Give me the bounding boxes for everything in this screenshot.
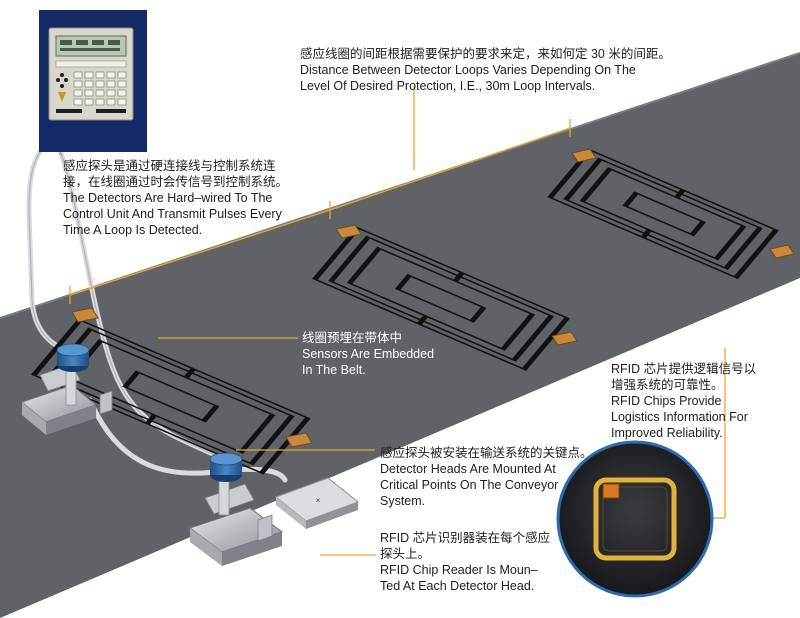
detector-heads-zh: 感应探头被安装在输送系统的关键点。 — [380, 446, 593, 460]
rfid-chip-icon — [556, 440, 714, 598]
detector-head-icon — [20, 343, 113, 435]
loop-spacing-en-2: Level Of Desired Protection, I.E., 30m L… — [300, 79, 596, 93]
annotation-rfid-chips: RFID 芯片提供逻辑信号以 增强系统的可靠性。 RFID Chips Prov… — [611, 361, 756, 441]
rfid-chips-zh-2: 增强系统的可靠性。 — [611, 378, 724, 392]
hard-wired-en-2: Control Unit And Transmit Pulses Every — [63, 207, 282, 221]
detector-heads-en-2: Critical Points On The Conveyor — [380, 478, 559, 492]
rfid-chips-en-2: Logistics Information For — [611, 410, 748, 424]
hard-wired-en-1: The Detectors Are Hard–wired To The — [63, 191, 273, 205]
chip-reader-zh-1: RFID 芯片识别器装在每个感应 — [380, 531, 551, 545]
sensors-embedded-en-1: Sensors Are Embedded — [302, 347, 435, 361]
sensor-loop — [312, 226, 571, 371]
sensor-loop — [547, 148, 779, 280]
sensors-embedded-en-2: In The Belt. — [302, 363, 366, 377]
detector-heads-en-3: System. — [380, 494, 426, 508]
rfid-chips-en-1: RFID Chips Provide — [611, 394, 722, 408]
conveyor-belt — [0, 53, 800, 618]
control-unit-icon — [39, 10, 147, 152]
annotation-loop-spacing: 感应线圈的间距根据需要保护的要求来定，来如何定 30 米的间距。 Distanc… — [300, 46, 671, 94]
svg-text:×: × — [316, 496, 321, 505]
annotation-chip-reader: RFID 芯片识别器装在每个感应 探头上。 RFID Chip Reader I… — [380, 530, 550, 594]
detector-heads-en-1: Detector Heads Are Mounted At — [380, 462, 556, 476]
annotation-hard-wired: 感应探头是通过硬连接线与控制系统连 接，在线圈通过时会传信号到控制系统。 The… — [63, 158, 288, 238]
chip-reader-en-1: RFID Chip Reader Is Moun– — [380, 563, 538, 577]
annotation-detector-heads: 感应探头被安装在输送系统的关键点。 Detector Heads Are Mou… — [380, 445, 593, 509]
hard-wired-zh-1: 感应探头是通过硬连接线与控制系统连 — [63, 159, 276, 173]
loop-spacing-en-1: Distance Between Detector Loops Varies D… — [300, 63, 636, 77]
detector-head-icon — [188, 452, 284, 566]
rfid-chips-zh-1: RFID 芯片提供逻辑信号以 — [611, 362, 757, 376]
chip-reader-zh-2: 探头上。 — [380, 547, 431, 561]
chip-reader-en-2: Ted At Each Detector Head. — [380, 579, 535, 593]
hard-wired-zh-2: 接，在线圈通过时会传信号到控制系统。 — [63, 175, 289, 189]
loop-connector-tags — [71, 148, 795, 448]
loop-spacing-zh: 感应线圈的间距根据需要保护的要求来定，来如何定 30 米的间距。 — [300, 47, 671, 61]
annotation-sensors-embedded: 线圈预埋在带体中 Sensors Are Embedded In The Bel… — [302, 330, 434, 378]
hard-wired-en-3: Time A Loop Is Detected. — [63, 223, 203, 237]
sensors-embedded-zh: 线圈预埋在带体中 — [302, 331, 403, 345]
rfid-chips-en-3: Improved Reliability. — [611, 426, 723, 440]
chip-reader-icon: × — [274, 477, 360, 529]
